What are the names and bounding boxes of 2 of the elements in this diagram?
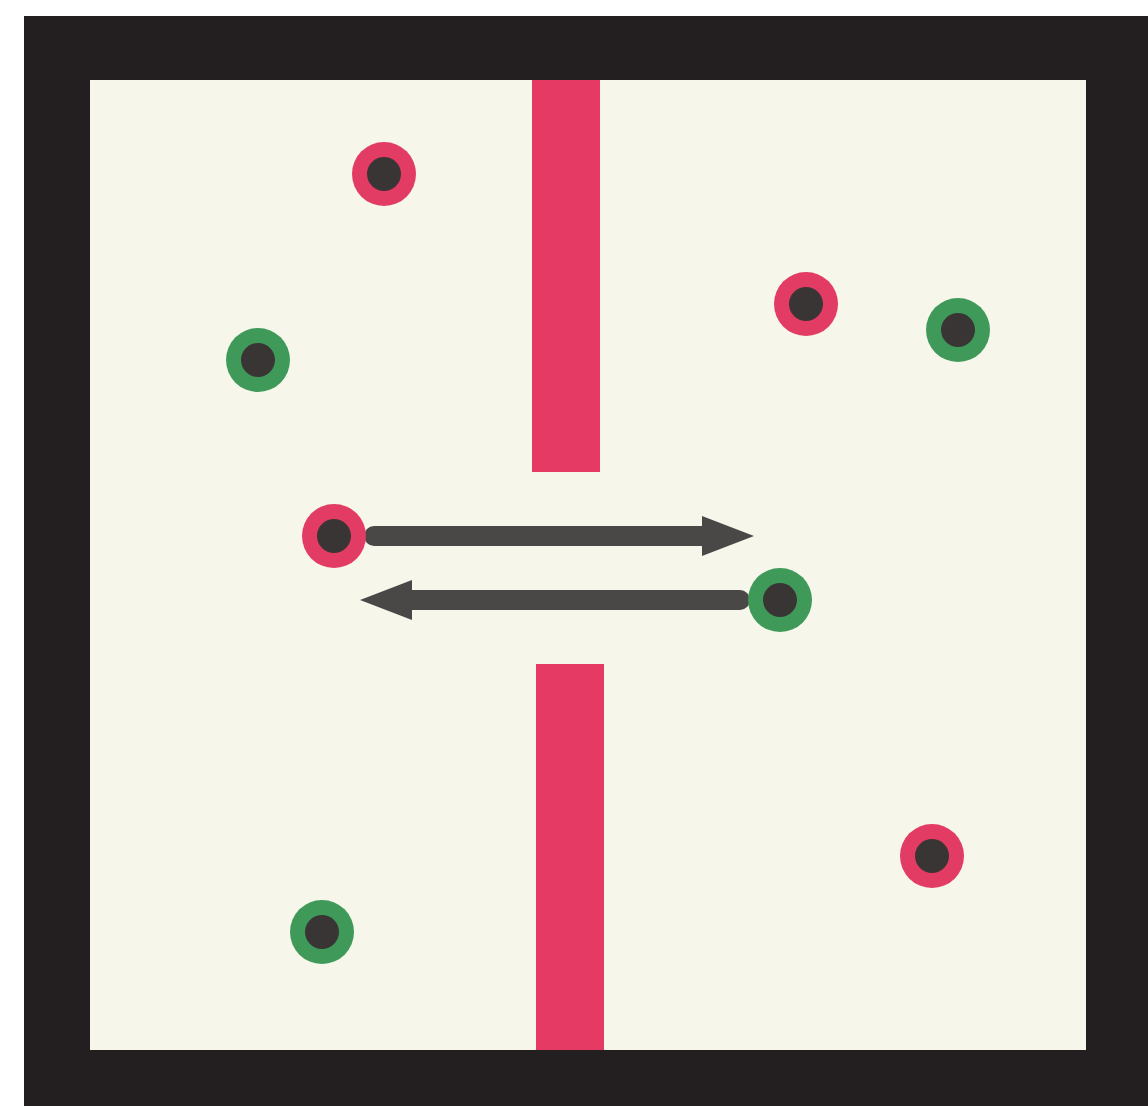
- arrow: [364, 516, 754, 556]
- arrow: [360, 580, 750, 620]
